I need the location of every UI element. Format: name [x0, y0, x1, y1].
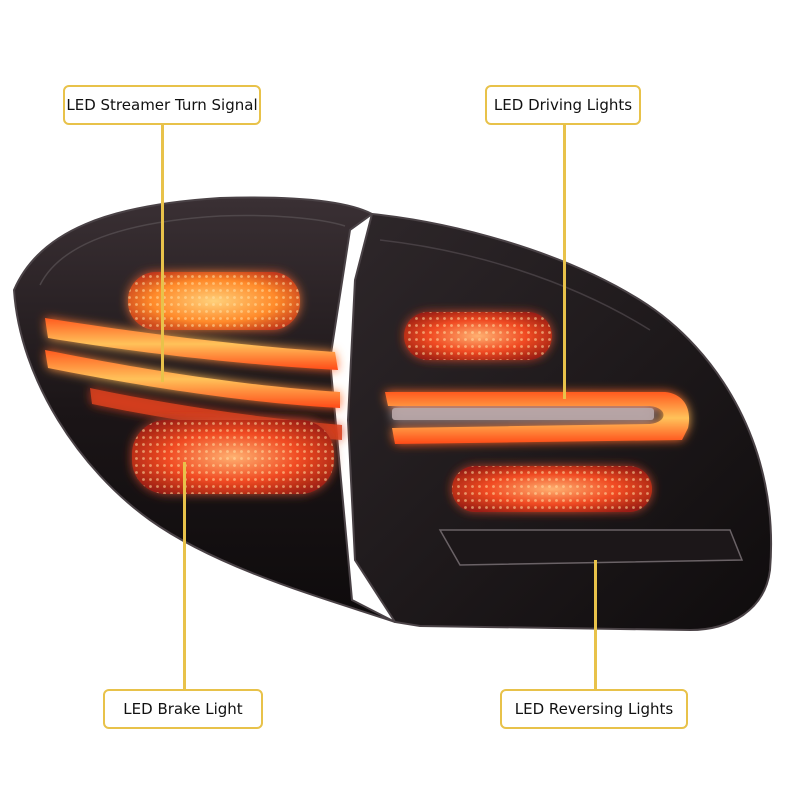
reversing-leader-line [594, 560, 597, 692]
callout-streamer-turn-signal: LED Streamer Turn Signal [63, 85, 261, 125]
right-upper-led-cluster [404, 312, 552, 360]
streamer-leader-line [161, 124, 164, 382]
right-lower-led-cluster [452, 466, 652, 512]
brake-leader-line [183, 462, 186, 692]
callout-streamer-turn-signal-label: LED Streamer Turn Signal [66, 96, 258, 114]
callout-driving-lights-label: LED Driving Lights [493, 96, 633, 114]
right-lamp-housing [346, 212, 773, 632]
brake-led-cluster [132, 420, 334, 494]
callout-driving-lights: LED Driving Lights [485, 85, 641, 125]
driving-light-bars [385, 392, 690, 444]
turn-signal-led-cluster [128, 272, 300, 330]
callout-reversing-lights: LED Reversing Lights [500, 689, 688, 729]
driving-leader-line [563, 124, 566, 399]
callout-reversing-lights-label: LED Reversing Lights [514, 700, 674, 718]
callout-brake-light: LED Brake Light [103, 689, 263, 729]
callout-brake-light-label: LED Brake Light [123, 700, 243, 718]
